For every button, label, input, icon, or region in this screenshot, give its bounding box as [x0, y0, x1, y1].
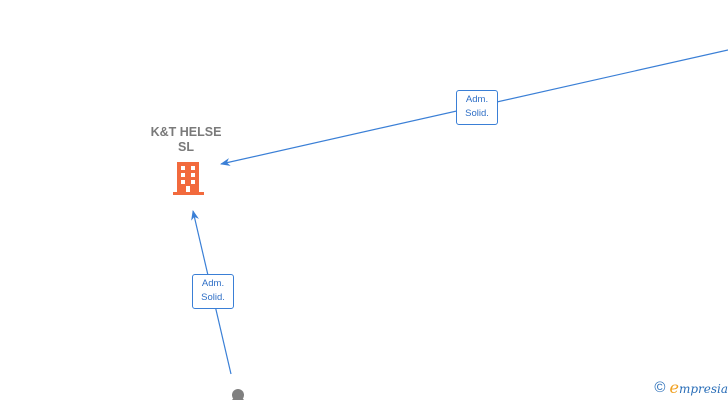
brand-logo: empresia	[669, 378, 728, 397]
brand-initial: e	[669, 378, 679, 397]
edge-label-bottom[interactable]: Adm. Solid.	[192, 274, 234, 309]
person-node-icon[interactable]	[232, 389, 244, 400]
edge-label-top-right[interactable]: Adm. Solid.	[456, 90, 498, 125]
edge-label-role: Adm.	[201, 278, 225, 289]
company-name-line2: SL	[178, 140, 194, 154]
brand-rest: mpresia	[678, 382, 728, 396]
company-name-label[interactable]: K&T HELSE SL	[136, 125, 236, 155]
copyright-icon: ©	[654, 379, 666, 396]
company-name-line1: K&T HELSE	[150, 125, 222, 139]
empresia-watermark: © empresia	[654, 378, 728, 397]
edge-label-type: Solid.	[465, 108, 489, 119]
edge-label-type: Solid.	[201, 292, 225, 303]
building-icon[interactable]	[173, 162, 204, 195]
edge-label-role: Adm.	[465, 94, 489, 105]
